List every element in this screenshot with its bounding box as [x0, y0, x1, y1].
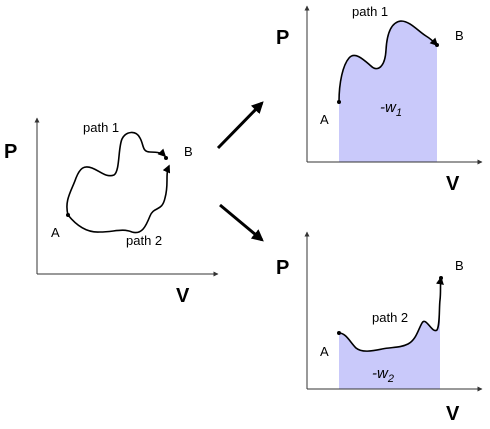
left-point-a	[66, 213, 70, 217]
left-path-1	[66, 131, 167, 216]
left-path-2	[67, 164, 171, 234]
left-v-label: V	[176, 285, 190, 307]
bottom-right-panel: P V path 2 A B -w2	[276, 231, 483, 425]
bottom-point-a	[337, 331, 341, 335]
top-p-label: P	[276, 27, 289, 49]
top-work-label: -w1	[380, 99, 402, 119]
left-path1-label: path 1	[83, 120, 119, 135]
top-right-panel: P V path 1 A B -w1	[276, 4, 483, 195]
bottom-a-label: A	[320, 344, 329, 359]
bottom-point-b	[439, 276, 443, 280]
bottom-work-area	[339, 300, 440, 389]
left-panel: P V path 1 path 2 A B	[4, 117, 219, 307]
bottom-path2-label: path 2	[372, 310, 408, 325]
top-point-b	[435, 43, 439, 47]
arrow-up-right-icon	[216, 101, 264, 150]
bottom-path-2	[338, 276, 444, 352]
left-path2-label: path 2	[126, 233, 162, 248]
bottom-work-label: -w2	[372, 365, 394, 385]
arrow-down-right-icon	[219, 203, 264, 242]
top-point-a	[337, 100, 341, 104]
left-a-label: A	[51, 225, 60, 240]
top-a-label: A	[320, 112, 329, 127]
bottom-b-label: B	[455, 258, 464, 273]
bottom-p-label: P	[276, 257, 289, 279]
bottom-v-label: V	[446, 403, 460, 425]
top-v-label: V	[446, 173, 460, 195]
top-path1-label: path 1	[352, 4, 388, 19]
top-work-area	[339, 21, 437, 162]
left-point-b	[164, 156, 168, 160]
top-path-1	[338, 20, 439, 103]
left-p-label: P	[4, 141, 17, 163]
left-b-label: B	[184, 144, 193, 159]
top-b-label: B	[455, 28, 464, 43]
